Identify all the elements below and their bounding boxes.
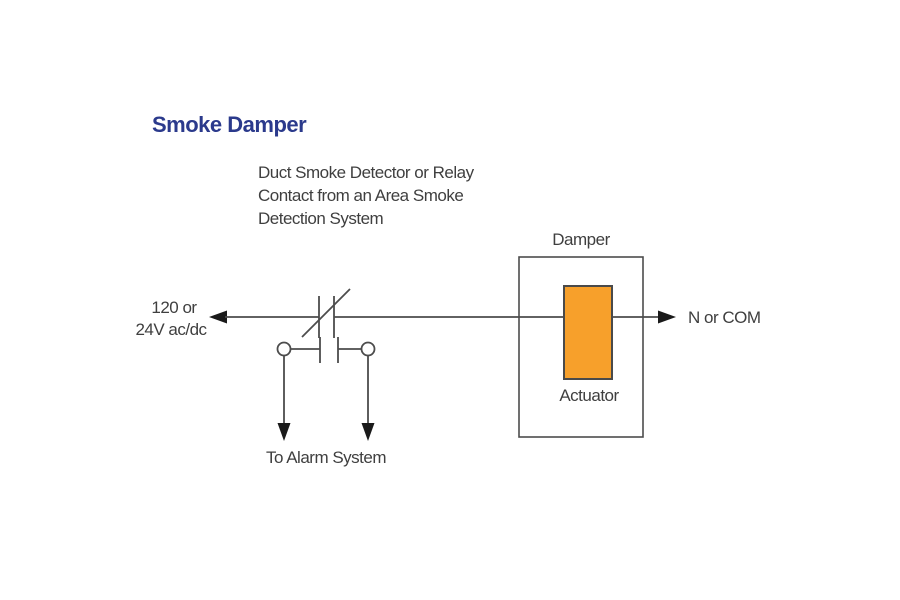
power-arrowhead-icon [209,310,227,324]
nc-contact-slash [301,288,351,338]
damper-label: Damper [552,230,610,249]
aux-contact-right-terminal [360,341,376,357]
actuator-rect [563,285,613,380]
actuator-label: Actuator [559,386,619,405]
output-label: N or COM [688,308,761,327]
note-line-2: Contact from an Area Smoke [258,186,463,205]
note-line-1: Duct Smoke Detector or Relay [258,163,475,182]
page-title: Smoke Damper [152,112,307,137]
output-arrowhead-icon [658,310,676,324]
damper-box [518,256,644,438]
alarm-arrowhead-right-icon [361,423,375,441]
source-label-line-2: 24V ac/dc [135,320,207,339]
aux-contact-left-terminal [276,341,292,357]
note-line-3: Detection System [258,209,384,228]
alarm-label: To Alarm System [266,448,386,467]
alarm-arrowhead-left-icon [277,423,291,441]
source-label-line-1: 120 or [151,298,197,317]
